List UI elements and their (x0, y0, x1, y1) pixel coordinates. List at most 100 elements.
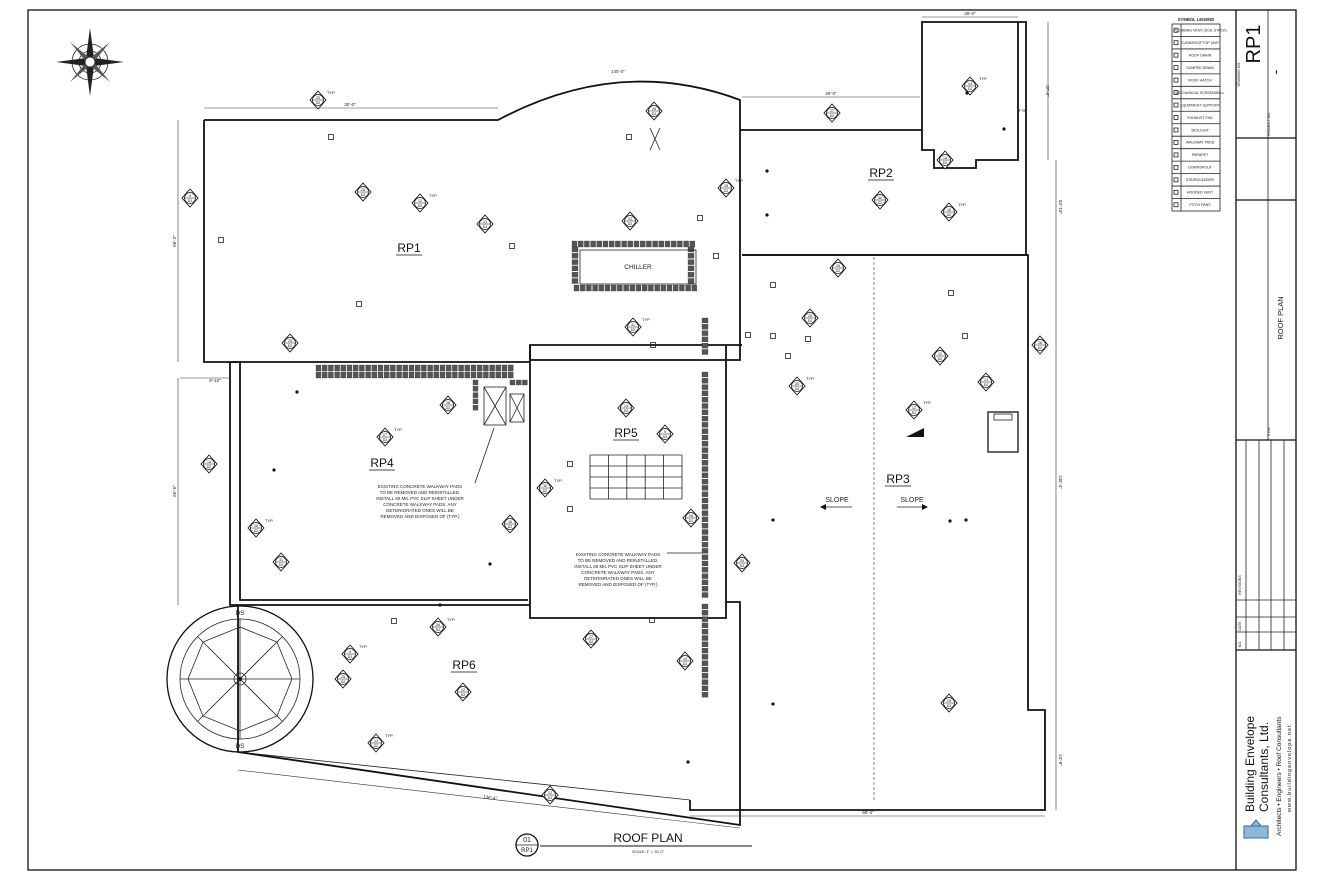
walkway-pad (489, 371, 495, 379)
title-block: DRAWING NO. RP1 - PROJECT NO. ROOF PLAN … (1235, 10, 1296, 870)
walkway-pads (315, 240, 709, 698)
svg-text:SLOPE: SLOPE (900, 497, 924, 504)
walkway-pad (642, 284, 648, 292)
walkway-pad (701, 349, 709, 355)
walkway-pad (687, 253, 695, 259)
svg-text:D2: D2 (938, 357, 943, 361)
note-line: EXISTING CONCRETE WALKWAY PADS (576, 552, 660, 557)
svg-text:D2: D2 (383, 438, 388, 442)
svg-text:D2: D2 (279, 563, 284, 567)
walkway-pad (464, 371, 470, 379)
sheet-title: ROOF PLAN (1276, 296, 1285, 339)
svg-text:TYP.: TYP. (554, 478, 562, 483)
walkway-pad (408, 364, 415, 372)
roof-penetration (567, 461, 573, 467)
walkway-pad (571, 278, 579, 284)
walkway-pad (701, 673, 709, 679)
roof-drain (771, 702, 775, 706)
walkway-pad (687, 265, 695, 272)
view-title-text: ROOF PLAN (613, 831, 682, 845)
roof-penetration (649, 617, 655, 623)
walkway-pad (701, 447, 709, 453)
walkway-pad (390, 364, 396, 372)
roof-penetration (218, 237, 224, 243)
rp5-outline (529, 345, 727, 619)
walkway-pad (421, 364, 427, 372)
walkway-pad (439, 371, 446, 379)
legend-symbol-icon (1173, 40, 1179, 46)
svg-text:D2: D2 (548, 796, 553, 800)
walkway-pad (408, 371, 415, 379)
svg-text:25: 25 (740, 559, 744, 563)
walkway-pad (701, 660, 709, 666)
roof-penetration (770, 282, 776, 288)
svg-text:D2: D2 (836, 269, 841, 273)
walkway-pad (322, 371, 328, 379)
legend-item: PARAPET (1192, 153, 1209, 157)
svg-text:14: 14 (207, 460, 211, 464)
zone-label-rp1: RP1 (397, 241, 421, 255)
walkway-pad (652, 240, 658, 248)
legend-symbol-icon (1173, 164, 1179, 170)
svg-text:26: 26 (446, 401, 450, 405)
walkway-pad (679, 284, 685, 292)
svg-text:TYP.: TYP. (394, 427, 402, 432)
legend-symbol-icon (1173, 127, 1179, 133)
walkway-pad (472, 379, 479, 386)
svg-text:30: 30 (543, 484, 547, 488)
walkway-pad (701, 647, 709, 654)
walkway-pad (359, 371, 365, 379)
note-line: REMOVED AND DISPOSED OF (TYP.) (381, 514, 460, 519)
walkway-pad (452, 364, 458, 372)
walkway-pad (635, 284, 642, 292)
svg-text:12: 12 (938, 352, 942, 356)
legend-item: ROOF DRAIN (1189, 53, 1212, 57)
svg-text:9: 9 (189, 194, 191, 198)
svg-text:26: 26 (689, 514, 693, 518)
walkway-pad (687, 278, 695, 284)
svg-text:D2: D2 (543, 489, 548, 493)
svg-text:TYP.: TYP. (958, 202, 966, 207)
walkway-pad (701, 428, 709, 434)
walkway-pad (596, 240, 602, 248)
dimension-lines: 30'-0" 140'-0" 49'-0" 39'-0" 37'-0" 8'-0… (172, 11, 1063, 829)
downspout-label-top: DS (235, 610, 245, 617)
svg-text:25: 25 (361, 188, 365, 192)
svg-text:25: 25 (288, 339, 292, 343)
walkway-pad (464, 364, 470, 372)
walkway-pad (470, 364, 477, 372)
note-line: DETERIORATED ONES WILL BE (386, 508, 454, 513)
walkway-pad (701, 654, 709, 660)
walkway-pad (334, 364, 340, 372)
svg-text:D2: D2 (943, 161, 948, 165)
walkway-pad (701, 390, 709, 397)
walkway-pad (477, 364, 483, 372)
walkway-pad (701, 510, 709, 516)
roof-penetration (785, 353, 791, 359)
roof-penetration (567, 506, 573, 512)
walkway-pad (598, 284, 604, 292)
note-line: CONCRETE WALKWAY PADS. ANY (383, 502, 456, 507)
svg-text:12: 12 (912, 406, 916, 410)
rp3-outline (689, 254, 1046, 811)
walkway-pad (458, 364, 464, 372)
walkway-pad (701, 560, 709, 567)
svg-text:D2: D2 (878, 201, 883, 205)
svg-text:D2: D2 (740, 564, 745, 568)
roof-penetration (626, 134, 632, 140)
svg-text:28: 28 (1038, 341, 1042, 345)
svg-text:16: 16 (508, 520, 512, 524)
legend-symbol-icon (1173, 140, 1179, 145)
roof-penetration (962, 333, 968, 339)
walkway-pad (477, 371, 483, 379)
walkway-pad (654, 284, 660, 292)
walkway-pad (701, 317, 709, 324)
